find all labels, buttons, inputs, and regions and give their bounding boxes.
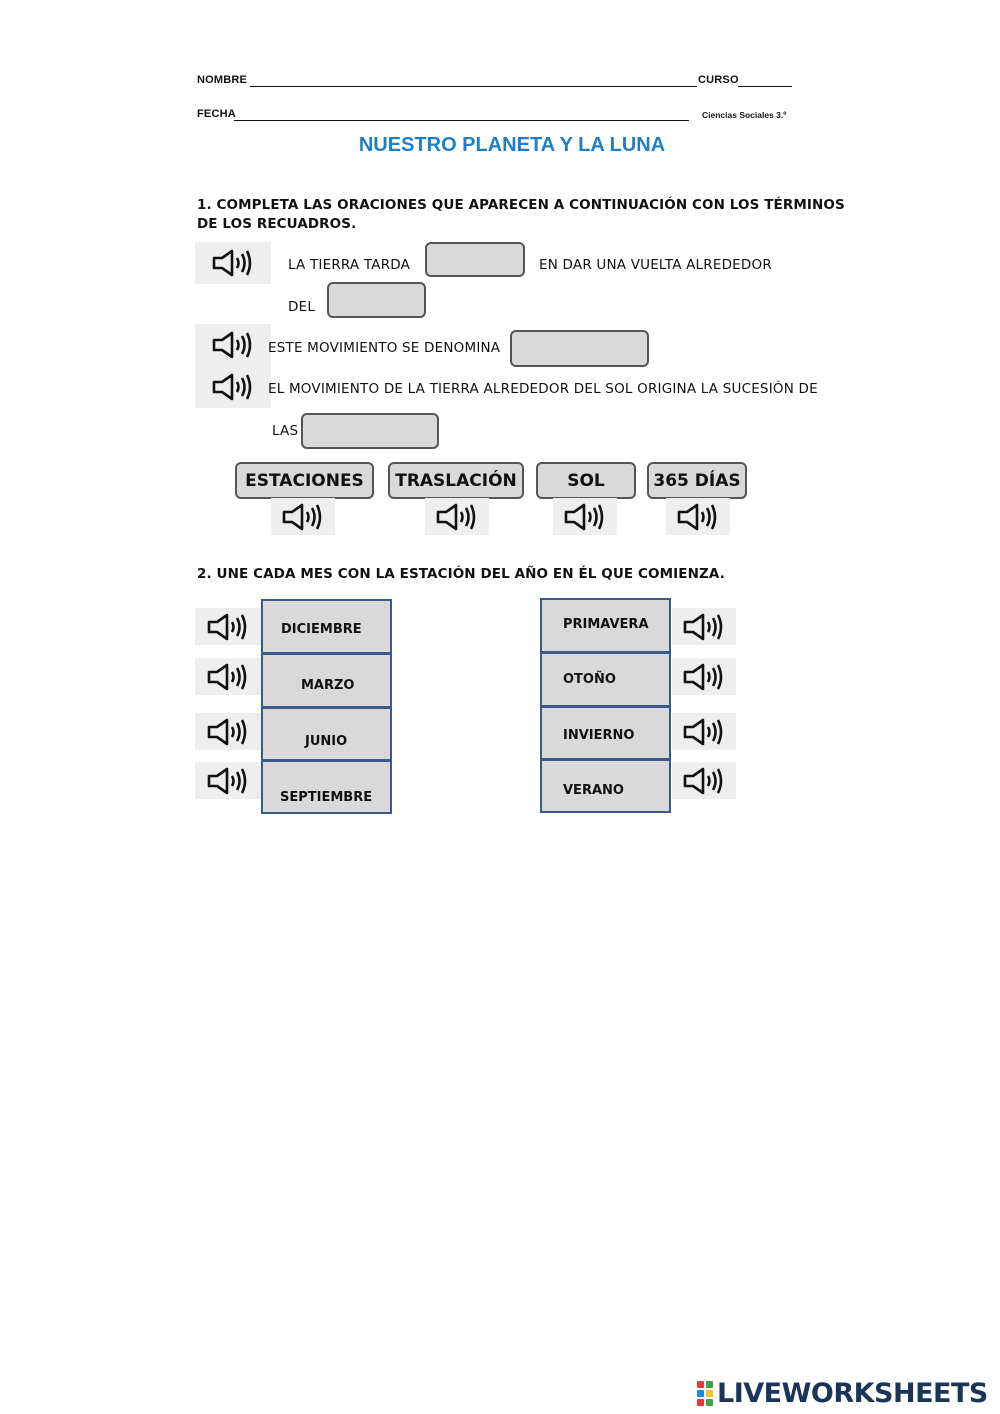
option-sol[interactable]: SOL [536, 462, 636, 499]
nombre-line[interactable] [250, 74, 697, 87]
speaker-icon [207, 663, 247, 690]
season-label: INVIERNO [563, 728, 635, 743]
season-box-invierno[interactable]: INVIERNO [540, 706, 671, 760]
season-box-primavera[interactable]: PRIMAVERA [540, 598, 671, 653]
exercise-2-instruction: 2. UNE CADA MES CON LA ESTACIÓN DEL AÑO … [197, 566, 725, 582]
audio-button[interactable] [195, 324, 271, 366]
logo-mark-icon [697, 1381, 713, 1406]
sentence-3-text: EL MOVIMIENTO DE LA TIERRA ALREDEDOR DEL… [268, 381, 818, 397]
answer-blank-3[interactable] [510, 330, 649, 367]
audio-button[interactable] [425, 498, 489, 535]
month-label: MARZO [301, 678, 355, 693]
audio-button[interactable] [195, 608, 261, 645]
audio-button[interactable] [672, 713, 736, 750]
subject-label: Ciencias Sociales 3.º [702, 110, 787, 120]
season-label: VERANO [563, 783, 624, 798]
sentence-3-part-2: LAS [272, 423, 299, 439]
speaker-icon [212, 331, 252, 359]
season-label: OTOÑO [563, 672, 616, 687]
speaker-icon [207, 613, 247, 640]
option-traslacion[interactable]: TRASLACIÓN [388, 462, 524, 499]
speaker-icon [677, 503, 717, 530]
speaker-icon [212, 373, 252, 401]
audio-button[interactable] [672, 608, 736, 645]
speaker-icon [207, 767, 247, 794]
season-box-otono[interactable]: OTOÑO [540, 652, 671, 707]
sentence-1-part-3: DEL [288, 299, 316, 315]
speaker-icon [683, 663, 723, 690]
audio-button[interactable] [672, 762, 736, 799]
month-box-septiembre[interactable]: SEPTIEMBRE [261, 760, 392, 814]
answer-blank-2[interactable] [327, 282, 426, 318]
answer-blank-4[interactable] [301, 413, 439, 449]
nombre-label: NOMBRE [197, 74, 248, 86]
fecha-line[interactable] [234, 108, 689, 121]
audio-button[interactable] [195, 242, 271, 284]
option-estaciones[interactable]: ESTACIONES [235, 462, 374, 499]
audio-button[interactable] [666, 498, 730, 535]
logo-text: LIVEWORKSHEETS [717, 1378, 988, 1409]
month-label: SEPTIEMBRE [280, 790, 373, 805]
curso-line[interactable] [738, 74, 792, 87]
audio-button[interactable] [195, 366, 271, 408]
sentence-1-part-2: EN DAR UNA VUELTA ALREDEDOR [539, 257, 772, 273]
liveworksheets-logo: LIVEWORKSHEETS [697, 1378, 988, 1409]
audio-button[interactable] [195, 658, 261, 695]
speaker-icon [683, 613, 723, 640]
season-box-verano[interactable]: VERANO [540, 759, 671, 813]
month-label: DICIEMBRE [281, 622, 362, 637]
audio-button[interactable] [195, 713, 261, 750]
month-box-diciembre[interactable]: DICIEMBRE [261, 599, 392, 654]
season-label: PRIMAVERA [563, 617, 649, 632]
audio-button[interactable] [195, 762, 261, 799]
answer-blank-1[interactable] [425, 242, 525, 277]
option-365-dias[interactable]: 365 DÍAS [647, 462, 747, 499]
month-box-marzo[interactable]: MARZO [261, 653, 392, 708]
sentence-1-part-1: LA TIERRA TARDA [288, 257, 411, 273]
speaker-icon [212, 249, 252, 277]
audio-button[interactable] [553, 498, 617, 535]
page-title: NUESTRO PLANETA Y LA LUNA [358, 134, 666, 156]
audio-button[interactable] [271, 498, 335, 535]
speaker-icon [683, 767, 723, 794]
fecha-label: FECHA [197, 108, 236, 120]
speaker-icon [207, 718, 247, 745]
speaker-icon [282, 503, 322, 530]
month-label: JUNIO [305, 734, 348, 749]
curso-label: CURSO [698, 74, 739, 86]
speaker-icon [436, 503, 476, 530]
speaker-icon [683, 718, 723, 745]
exercise-1-instruction: 1. COMPLETA LAS ORACIONES QUE APARECEN A… [197, 197, 845, 232]
audio-button[interactable] [672, 658, 736, 695]
sentence-2-text: ESTE MOVIMIENTO SE DENOMINA [268, 340, 501, 356]
month-box-junio[interactable]: JUNIO [261, 707, 392, 761]
speaker-icon [564, 503, 604, 530]
